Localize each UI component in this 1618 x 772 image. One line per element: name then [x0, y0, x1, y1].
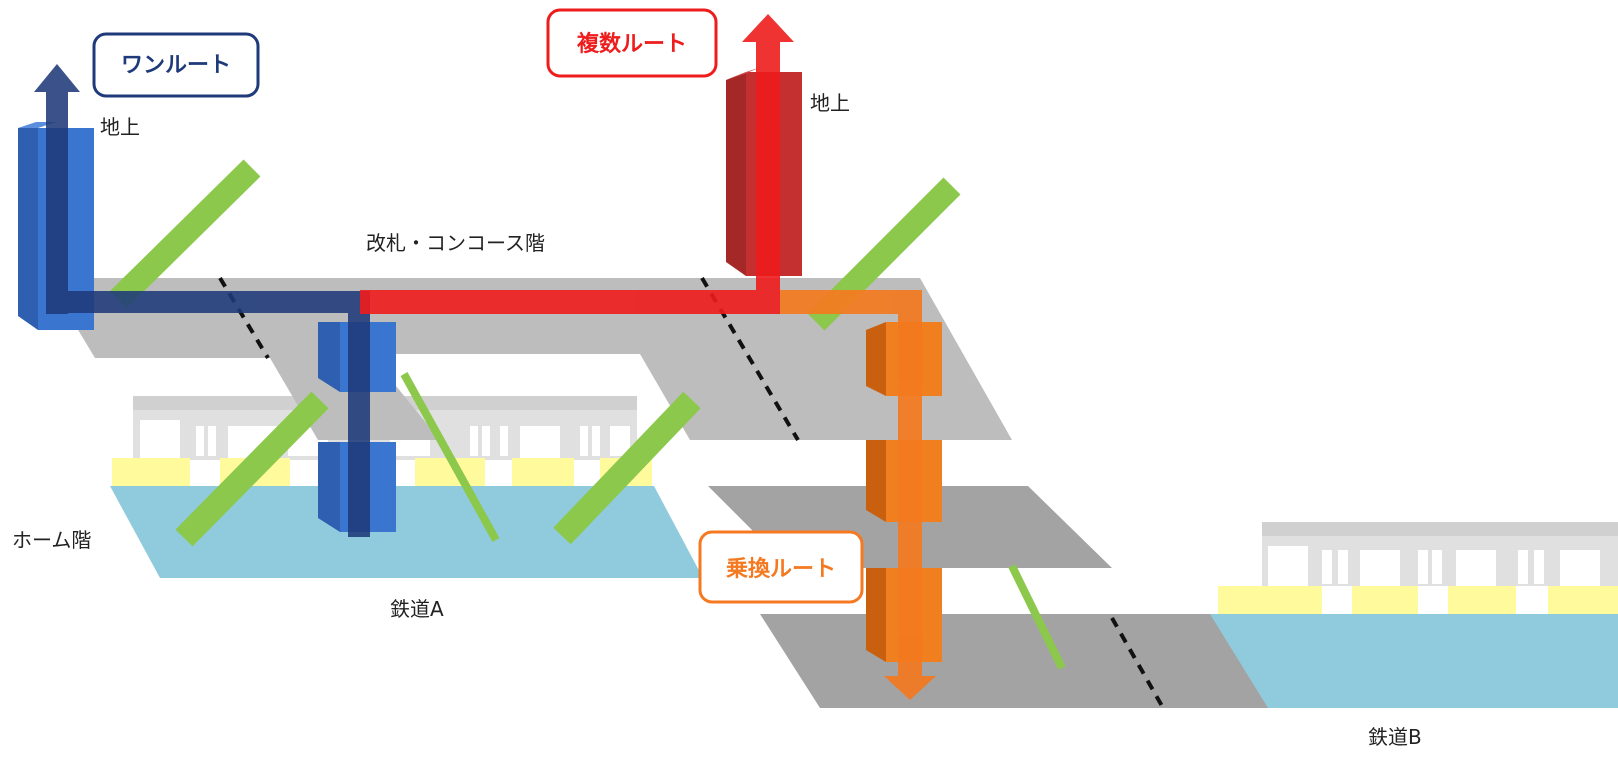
multi-route-text: 複数ルート: [577, 31, 687, 57]
railway-a-label: 鉄道A: [390, 597, 444, 621]
transfer-route-text: 乗換ルート: [726, 556, 836, 582]
one-route-label: ワンルート: [92, 32, 260, 98]
platform-label: ホーム階: [12, 528, 91, 552]
ground-label-left: 地上: [100, 115, 140, 139]
platform-a-floor: [110, 486, 703, 578]
concourse-label: 改札・コンコース階: [366, 231, 545, 255]
green-stairs: [109, 159, 1066, 670]
transfer-route-path: [780, 290, 936, 700]
railway-b-label: 鉄道B: [1368, 725, 1422, 749]
one-route-path: [34, 64, 370, 537]
transfer-route-label: 乗換ルート: [698, 530, 864, 604]
railway-a-platform: [110, 396, 703, 578]
multi-route-label: 複数ルート: [546, 8, 718, 78]
train-b: [1218, 522, 1618, 614]
one-route-text: ワンルート: [121, 53, 231, 78]
concourse-floor: [60, 276, 1012, 442]
multi-route-path: [360, 14, 794, 314]
ground-label-right: 地上: [810, 91, 850, 115]
